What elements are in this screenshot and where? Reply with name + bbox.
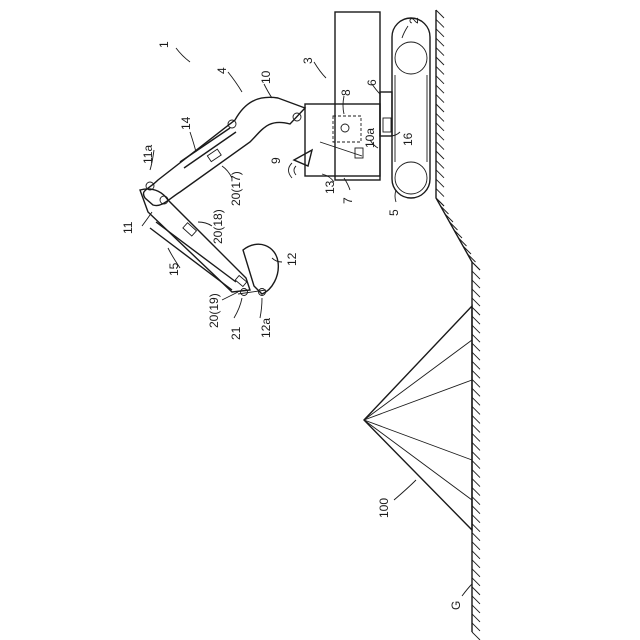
ground-hatch-mark	[472, 343, 480, 351]
ground-surface	[436, 10, 480, 640]
ground-hatch-mark	[472, 578, 480, 586]
label-bucket: 12	[285, 252, 299, 266]
ground-hatch-mark	[436, 179, 444, 187]
label-link: 21	[229, 326, 243, 340]
ground-hatch-mark	[472, 352, 480, 360]
label-arm-pin: 11a	[141, 145, 155, 164]
label-upper-body: 3	[301, 57, 315, 64]
ground-hatch-mark	[472, 524, 480, 532]
label-track-frame: 5	[387, 209, 401, 216]
ground-hatch-mark	[472, 280, 480, 288]
ground-hatch-mark	[472, 370, 480, 378]
label-controller: 8	[339, 89, 353, 96]
label-crawler: 2	[407, 17, 421, 24]
ground-hatch-mark	[472, 433, 480, 441]
ground-hatch-mark	[436, 38, 444, 46]
ground-hatch-mark	[436, 57, 444, 65]
label-machine: 1	[157, 41, 171, 48]
leader-lines	[142, 26, 472, 596]
ground-hatch-mark	[436, 151, 444, 159]
label-sensor-boom: 20(17)	[229, 171, 243, 206]
ground-hatch-mark	[472, 424, 480, 432]
ground-hatch-mark	[472, 452, 480, 460]
ground-hatch-mark	[472, 533, 480, 541]
label-cab: 7	[341, 197, 355, 204]
ground-hatch-mark	[472, 289, 480, 297]
ground-hatch-mark	[436, 142, 444, 150]
ground-hatch-mark	[436, 48, 444, 56]
boom-cylinder	[180, 128, 236, 168]
ground-hatch-mark	[472, 262, 480, 270]
ground-hatch-mark	[472, 298, 480, 306]
label-sensor-arm: 20(18)	[211, 209, 225, 244]
swing-unit	[380, 92, 392, 136]
ground-hatch-mark	[472, 488, 480, 496]
ground-hatch-mark	[472, 479, 480, 487]
pile-object	[364, 306, 472, 530]
ground-hatch-mark	[472, 542, 480, 550]
bucket	[235, 244, 278, 295]
ground-hatch-mark	[472, 334, 480, 342]
ground-hatch-mark	[472, 596, 480, 604]
crawler-track	[392, 18, 430, 198]
ground-hatch-mark	[436, 66, 444, 74]
ground-hatch-mark	[472, 497, 480, 505]
label-boom-pin: 10a	[363, 128, 377, 148]
ground-hatch-mark	[472, 569, 480, 577]
ground-hatch-mark	[472, 461, 480, 469]
ground-hatch-mark	[436, 170, 444, 178]
ground-hatch-mark	[472, 605, 480, 613]
label-ground: G	[449, 601, 463, 610]
ground-hatch-mark	[472, 361, 480, 369]
ground-hatch-mark	[472, 307, 480, 315]
ground-hatch-mark	[436, 10, 444, 18]
ground-hatch-mark	[472, 415, 480, 423]
ground-hatch-mark	[436, 113, 444, 121]
label-antenna: 9	[269, 157, 283, 164]
ground-hatch-mark	[436, 132, 444, 140]
ground-hatch-mark	[472, 587, 480, 595]
label-pile: 100	[377, 498, 391, 518]
ground-hatch-mark	[472, 614, 480, 622]
ground-hatch-mark	[436, 29, 444, 37]
boom	[143, 97, 305, 205]
label-front-device: 4	[215, 67, 229, 74]
label-bucket-pin: 12a	[259, 318, 273, 338]
ground-hatch-mark	[436, 85, 444, 93]
ground-hatch-mark	[436, 76, 444, 84]
ground-hatch-mark	[472, 325, 480, 333]
label-sensor-bucket: 20(19)	[207, 293, 221, 328]
reference-labels: 1 4 10 3 2 6 8 10a 16 9 13 7 5 14 11a 11…	[121, 17, 463, 610]
ground-hatch-mark	[472, 515, 480, 523]
ground-hatch-mark	[472, 388, 480, 396]
label-seat-unit: 13	[323, 180, 337, 194]
ground-hatch-mark	[472, 560, 480, 568]
ground-hatch-mark	[436, 160, 444, 168]
label-swing-sensor: 16	[401, 132, 415, 146]
ground-hatch-mark	[472, 379, 480, 387]
label-boom: 10	[259, 70, 273, 84]
ground-hatch-mark	[472, 551, 480, 559]
ground-hatch-mark	[472, 470, 480, 478]
label-arm: 11	[121, 221, 135, 234]
ground-hatch-mark	[436, 95, 444, 103]
ground-hatch-mark	[436, 104, 444, 112]
ground-hatch-mark	[472, 442, 480, 450]
label-bucket-cylinder: 15	[167, 262, 181, 276]
ground-hatch-mark	[472, 632, 480, 640]
antenna-icon	[289, 150, 313, 178]
ground-hatch-mark	[472, 316, 480, 324]
ground-hatch-mark	[472, 506, 480, 514]
label-swing-unit: 6	[365, 79, 379, 86]
ground-hatch-mark	[472, 623, 480, 631]
ground-hatch-mark	[472, 271, 480, 279]
ground-hatch-mark	[472, 406, 480, 414]
ground-hatch-mark	[472, 397, 480, 405]
ground-hatch-mark	[436, 123, 444, 131]
label-boom-cylinder: 14	[179, 116, 193, 130]
ground-hatch-mark	[436, 19, 444, 27]
ground-hatch-mark	[436, 189, 444, 197]
